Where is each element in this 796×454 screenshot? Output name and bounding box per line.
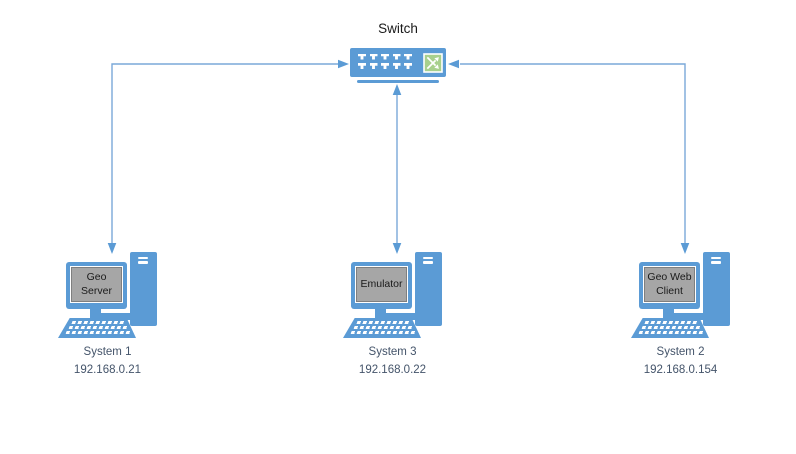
- arrowheads: [107, 59, 690, 254]
- monitor-stand: [375, 306, 386, 318]
- keyboard-keys-row: [65, 331, 131, 335]
- keyboard-icon: [631, 318, 709, 338]
- monitor-base-bar: [670, 313, 707, 320]
- crossover-arrows-icon: [423, 52, 443, 73]
- system-ip: 192.168.0.22: [358, 363, 427, 376]
- port-icon: [369, 53, 378, 60]
- system-ip: 192.168.0.21: [73, 363, 142, 376]
- system-name: System 3: [368, 346, 417, 358]
- port-icon: [392, 53, 401, 60]
- monitor-stand: [90, 306, 101, 318]
- keyboard-keys-row: [356, 321, 410, 324]
- monitor-base-bar: [97, 313, 134, 320]
- switch-base-shadow: [357, 79, 439, 83]
- node-caption: System 2 192.168.0.154: [631, 344, 730, 380]
- port-icon: [381, 53, 389, 60]
- tower-drive-slot: [138, 261, 148, 264]
- tower-icon: [703, 252, 730, 326]
- switch-icon[interactable]: [350, 48, 446, 77]
- computer-node-system-3[interactable]: Emulator System 3 192.168.0.22: [343, 250, 442, 380]
- screen-label: Emulator: [356, 267, 407, 302]
- keyboard-keys-row: [71, 321, 125, 324]
- monitor-icon: Geo Server: [66, 262, 127, 309]
- arrowhead-into-system2: [680, 243, 690, 254]
- port-icon: [392, 63, 401, 69]
- tower-icon: [130, 252, 157, 326]
- node-caption: System 3 192.168.0.22: [343, 344, 442, 380]
- tower-drive-slot: [138, 256, 148, 260]
- switch-ports: [358, 53, 412, 69]
- screen-label: Geo Server: [71, 267, 122, 302]
- port-icon: [369, 63, 378, 69]
- port-icon: [404, 63, 412, 69]
- connector-switch-system1[interactable]: [111, 63, 338, 245]
- tower-drive-slot: [423, 261, 433, 264]
- keyboard-keys-row: [68, 326, 128, 330]
- computer-node-system-2[interactable]: Geo Web Client System 2 192.168.0.154: [631, 250, 730, 380]
- arrowhead-into-system1: [107, 243, 117, 254]
- tower-drive-slot: [711, 256, 721, 260]
- keyboard-keys-row: [353, 326, 413, 330]
- keyboard-keys-row: [644, 321, 698, 324]
- keyboard-icon: [58, 318, 136, 338]
- arrowhead-into-switch-bottom: [392, 84, 402, 95]
- keyboard-keys-row: [641, 326, 701, 330]
- port-icon: [358, 63, 366, 69]
- arrowhead-into-system3: [392, 243, 402, 254]
- monitor-icon: Geo Web Client: [639, 262, 700, 309]
- monitor-icon: Emulator: [351, 262, 412, 309]
- node-caption: System 1 192.168.0.21: [58, 344, 157, 380]
- keyboard-keys-row: [350, 331, 416, 335]
- system-name: System 2: [656, 346, 705, 358]
- arrowhead-into-switch-left: [338, 59, 349, 69]
- port-icon: [381, 63, 389, 69]
- monitor-stand: [663, 306, 674, 318]
- connector-switch-system2[interactable]: [460, 63, 686, 244]
- tower-icon: [415, 252, 442, 326]
- system-name: System 1: [83, 346, 132, 358]
- system-ip: 192.168.0.154: [643, 363, 718, 376]
- screen-label: Geo Web Client: [644, 267, 695, 302]
- arrowhead-into-switch-right: [448, 59, 459, 69]
- keyboard-keys-row: [638, 331, 704, 335]
- port-icon: [404, 53, 412, 60]
- switch-label: Switch: [378, 21, 418, 36]
- tower-drive-slot: [423, 256, 433, 260]
- tower-drive-slot: [711, 261, 721, 264]
- computer-node-system-1[interactable]: Geo Server System 1 192.168.0.21: [58, 250, 157, 380]
- keyboard-icon: [343, 318, 421, 338]
- monitor-base-bar: [382, 313, 419, 320]
- port-icon: [358, 53, 366, 60]
